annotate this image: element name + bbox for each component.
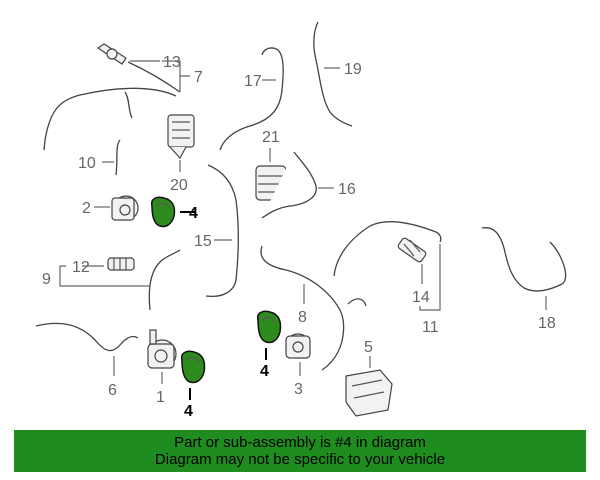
callout-11-group: 14 11	[412, 244, 441, 336]
callout-20: 20	[170, 177, 188, 194]
part-7-hose	[43, 61, 181, 151]
callout-13-group: 13 7	[130, 54, 203, 92]
part-13-connector	[96, 43, 127, 65]
part-9-hose	[148, 249, 181, 311]
part-19-hose: 19	[313, 21, 362, 127]
part-5-bracket: 5	[345, 339, 393, 417]
callout-16: 16	[338, 181, 356, 198]
part-4-upper-highlighted: 4	[150, 196, 198, 228]
callout-11: 11	[422, 319, 439, 336]
part-15-hose: 15	[194, 164, 239, 298]
callout-13: 13	[163, 54, 181, 71]
part-2-pump: 2	[82, 195, 139, 221]
callout-4-upper: 4	[189, 205, 198, 222]
callout-2: 2	[82, 200, 91, 217]
part-8-hose: 8	[260, 245, 367, 371]
callout-21: 21	[262, 129, 280, 146]
callout-6: 6	[108, 382, 117, 399]
callout-18: 18	[538, 315, 556, 332]
part-14-connector	[397, 237, 427, 263]
callout-19: 19	[344, 61, 362, 78]
part-17-hose: 17	[219, 47, 284, 151]
parts-diagram: 13 7 10 20 2 4 12 9	[35, 21, 567, 420]
part-11-hose	[333, 221, 442, 277]
callout-17: 17	[244, 73, 262, 90]
part-12-connector	[107, 257, 135, 271]
part-4-lower-left-highlighted: 4	[180, 350, 206, 420]
callout-7: 7	[194, 69, 203, 86]
part-20-valve: 20	[167, 114, 195, 194]
callout-3: 3	[294, 381, 303, 398]
callout-8: 8	[298, 309, 307, 326]
part-1-pump: 1	[147, 329, 177, 406]
callout-15: 15	[194, 233, 212, 250]
part-4-middle-highlighted: 4	[256, 310, 282, 380]
callout-10: 10	[78, 155, 96, 172]
info-banner: Part or sub-assembly is #4 in diagram Di…	[14, 430, 586, 472]
callout-14: 14	[412, 289, 430, 306]
callout-4-lower-left: 4	[184, 403, 193, 420]
banner-line-1: Part or sub-assembly is #4 in diagram	[174, 434, 426, 451]
part-16-hose: 16	[261, 151, 356, 219]
part-10-hose: 10	[78, 139, 121, 176]
part-3-pump: 3	[285, 333, 311, 398]
callout-9-group: 12 9	[42, 259, 150, 288]
callout-5: 5	[364, 339, 373, 356]
callout-4-middle: 4	[260, 363, 269, 380]
part-6-hose: 6	[35, 322, 139, 399]
part-18-hose: 18	[481, 227, 567, 332]
callout-1: 1	[156, 389, 165, 406]
callout-9: 9	[42, 271, 51, 288]
callout-12: 12	[72, 259, 90, 276]
banner-line-2: Diagram may not be specific to your vehi…	[154, 451, 446, 468]
